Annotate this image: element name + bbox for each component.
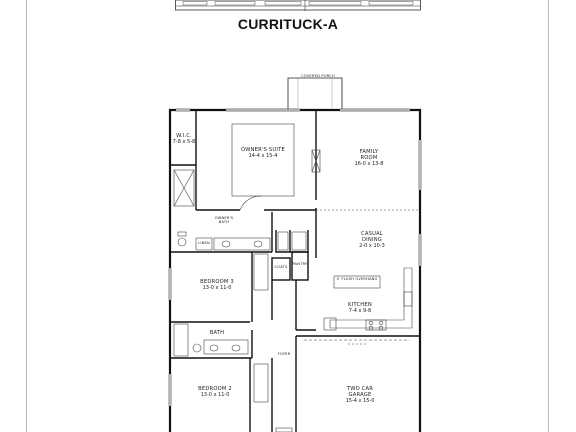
covered-porch-label: COVERED PORCH	[290, 74, 346, 78]
family-room-label: FAMILY ROOM 16-0 x 13-8	[344, 149, 394, 168]
covered-porch	[287, 77, 343, 110]
interior-walls	[170, 110, 420, 432]
family-dim: 16-0 x 13-8	[354, 160, 384, 167]
coats-text: COATS	[274, 265, 288, 269]
bedroom-2-dim: 13-0 x 11-0	[200, 391, 230, 398]
kitchen-dim: 7-4 x 9-8	[348, 307, 372, 314]
casual-dim: 2-0 x 10-3	[359, 242, 385, 249]
family-name: FAMILY	[359, 149, 379, 155]
bath-label: BATH	[206, 330, 228, 337]
owners-bath-name-2: BATH	[218, 220, 230, 225]
island-label: 3' FLUSH OVERHANG	[334, 277, 380, 281]
garage-dim: 15-4 x 15-0	[345, 397, 375, 404]
bedroom-2-name: BEDROOM 2	[198, 386, 232, 392]
owners-suite-dim: 14-4 x 15-4	[248, 152, 278, 159]
plan-title: CURRITUCK-A	[237, 16, 339, 32]
pantry-text: PANTRY	[292, 262, 308, 266]
foyer-text: FOYER	[277, 352, 291, 356]
fixtures	[169, 109, 421, 432]
owners-suite-name: OWNER'S SUITE	[240, 147, 285, 153]
front-elevation-strip	[175, 0, 421, 11]
garage-name: TWO CAR	[346, 386, 374, 392]
bedroom-3-name: BEDROOM 3	[200, 279, 234, 285]
linen-label: LINEN	[196, 241, 212, 245]
foyer-label: FOYER	[274, 352, 294, 356]
owners-bath-label: OWNER'S BATH	[208, 216, 240, 224]
bedroom-2-label: BEDROOM 2 13-0 x 11-0	[190, 386, 240, 399]
wic-dim: 7-8 x 5-8	[172, 138, 196, 145]
family-name-2: ROOM	[360, 154, 378, 161]
garage-name-2: GARAGE	[348, 391, 372, 398]
bath-name: BATH	[209, 330, 225, 336]
kitchen-name: KITCHEN	[348, 302, 372, 308]
covered-porch-text: COVERED PORCH	[301, 74, 335, 78]
casual-name-2: DINING	[361, 236, 383, 243]
kitchen-label: KITCHEN 7-4 x 9-8	[338, 302, 382, 315]
casual-name: CASUAL	[361, 231, 383, 237]
casual-dining-label: CASUAL DINING 2-0 x 10-3	[350, 231, 394, 250]
garage-label: TWO CAR GARAGE 15-4 x 15-0	[336, 386, 384, 405]
island-text: 3' FLUSH OVERHANG	[336, 277, 378, 281]
bedroom-3-label: BEDROOM 3 13-0 x 11-0	[192, 279, 242, 292]
owners-bath-name: OWNER'S	[214, 216, 234, 220]
owners-suite-label: OWNER'S SUITE 14-4 x 15-4	[236, 147, 290, 160]
pantry-label: PANTRY	[292, 262, 308, 266]
window-marks	[168, 108, 422, 406]
wic-label: W.I.C. 7-8 x 5-8	[172, 133, 196, 146]
bedroom-3-dim: 13-0 x 11-0	[202, 284, 232, 291]
wic-name: W.I.C.	[176, 133, 192, 139]
right-border	[548, 0, 549, 432]
left-border	[26, 0, 27, 432]
coats-label: COATS	[272, 265, 290, 269]
linen-text: LINEN	[198, 241, 210, 245]
